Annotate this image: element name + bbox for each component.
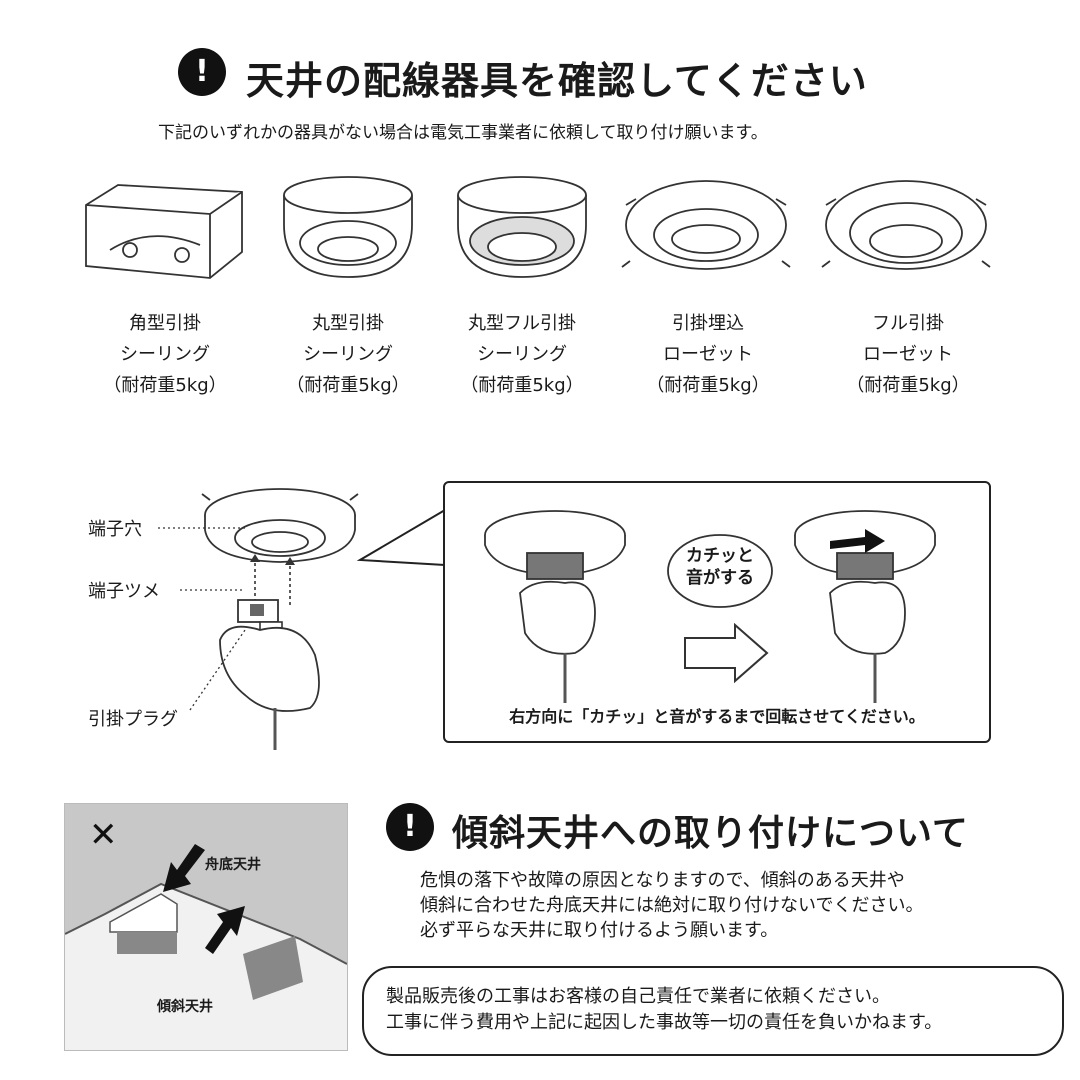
speech-bubble (667, 534, 773, 608)
rotation-steps-illustration (484, 510, 936, 703)
not-allowed-mark: ✕ (89, 815, 118, 855)
fixture-label-square-ceiling: 角型引掛シーリング（耐荷重5kg） (103, 313, 227, 396)
round-full-ceiling-fixture-icon (457, 176, 587, 278)
label-sloped-ceiling: 傾斜天井 (157, 999, 213, 1015)
sloped-ceiling-illustration: ✕ 舟底天井 傾斜天井 (64, 803, 348, 1051)
fixture-label-full-rosette: フル引掛ローゼット（耐荷重5kg） (846, 313, 970, 396)
click-sound-bubble-text: カチッと 音がする (686, 546, 754, 588)
section-title-wiring: 天井の配線器具を確認してください (246, 59, 868, 103)
section-subtitle-wiring: 下記のいずれかの器具がない場合は電気工事業者に依頼して取り付け願います。 (158, 123, 768, 143)
sloped-ceiling-graphic (65, 804, 347, 1000)
sloped-ceiling-arrow-icon (205, 906, 245, 954)
section-title-sloped: 傾斜天井への取り付けについて (452, 813, 969, 854)
fixture-label-round-full-ceiling: 丸型フル引掛シーリング（耐荷重5kg） (460, 313, 584, 396)
rotation-instruction-text: 右方向に「カチッ」と音がするまで回転させてください。 (509, 707, 925, 726)
boat-ceiling-arrow-icon (163, 844, 205, 892)
full-rosette-icon (821, 180, 991, 270)
plug-insertion-illustration (201, 488, 359, 750)
warning-icon: ! (178, 48, 226, 96)
next-step-arrow-icon (684, 622, 769, 684)
fixtures-illustrations (85, 176, 991, 279)
square-ceiling-fixture-icon (85, 184, 243, 279)
embedded-rosette-icon (621, 180, 791, 270)
rotation-instruction-panel: カチッと 音がする 右方向に「カチッ」と音がするまで回転させてください。 (443, 481, 991, 743)
sloped-warning-paragraph: 危惧の落下や故障の原因となりますので、傾斜のある天井や 傾斜に合わせた舟底天井に… (420, 870, 924, 941)
fixture-label-round-ceiling: 丸型引掛シーリング（耐荷重5kg） (286, 313, 410, 396)
round-ceiling-fixture-icon (283, 176, 413, 278)
label-terminal-claw: 端子ツメ (88, 581, 160, 602)
label-terminal-hole: 端子穴 (88, 519, 142, 540)
callout-pointer (356, 509, 446, 566)
label-boat-ceiling: 舟底天井 (205, 857, 261, 873)
label-leader-lines (158, 527, 246, 711)
label-plug: 引掛プラグ (88, 709, 178, 730)
fixture-label-embedded-rosette: 引掛埋込ローゼット（耐荷重5kg） (646, 313, 770, 396)
rotate-right-arrow-icon (830, 529, 885, 553)
liability-notice: 製品販売後の工事はお客様の自己責任で業者に依頼ください。 工事に伴う費用や上記に… (362, 966, 1064, 1056)
liability-notice-text: 製品販売後の工事はお客様の自己責任で業者に依頼ください。 工事に伴う費用や上記に… (386, 986, 943, 1033)
warning-icon: ! (386, 803, 434, 851)
